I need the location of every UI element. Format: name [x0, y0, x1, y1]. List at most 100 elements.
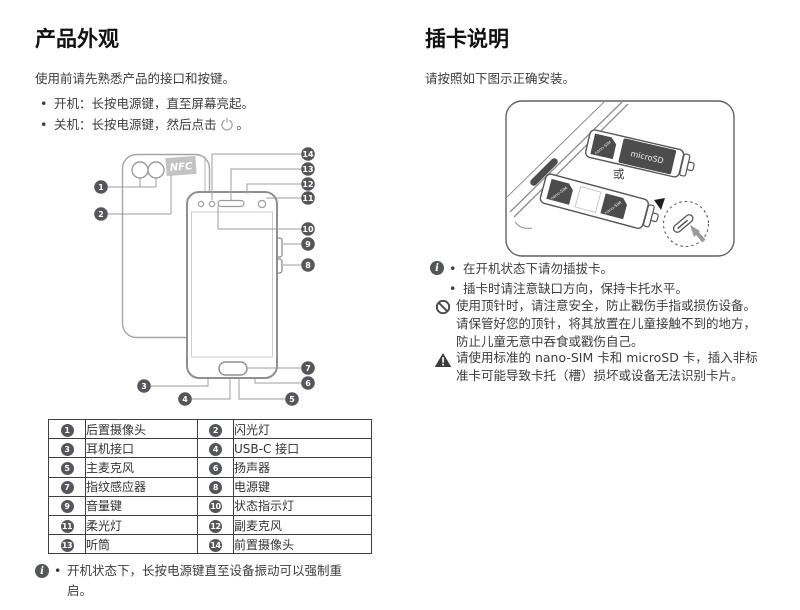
- or-label: 或: [613, 167, 625, 181]
- callout-11: 11: [301, 191, 315, 205]
- part-label: 指纹感应器: [85, 476, 198, 497]
- callout-8: 8: [301, 258, 315, 272]
- svg-text:13: 13: [302, 165, 313, 174]
- info-bullet: 在开机状态下请勿插拔卡。: [449, 259, 688, 279]
- info-bullet-text: 插卡时请注意缺口方向，保持卡托水平。: [463, 280, 689, 296]
- earpiece: [217, 199, 245, 208]
- parts-table: 1 后置摄像头 2 闪光灯 3 耳机接口 4 USB-C 接口 5 主麦克风 6…: [48, 418, 372, 555]
- part-number-badge: 13: [60, 538, 74, 552]
- callout-9: 9: [301, 237, 315, 251]
- callout-10: 10: [301, 222, 315, 236]
- part-label: 耳机接口: [85, 438, 198, 459]
- svg-text:7: 7: [305, 364, 311, 373]
- section-title-sim-insertion: 插卡说明: [425, 27, 509, 51]
- proximity-sensor: [208, 200, 216, 208]
- part-number-badge: 4: [209, 442, 222, 456]
- power-icon: [220, 117, 233, 131]
- part-label: 音量键: [85, 495, 198, 516]
- svg-text:2: 2: [98, 210, 104, 219]
- home-button: [218, 361, 248, 376]
- nfc-sticker: NFC: [165, 155, 197, 177]
- info-icon: i: [430, 261, 444, 275]
- part-number-badge: 6: [209, 461, 222, 475]
- tray-pinhole-tab: [686, 161, 695, 172]
- table-row: 3 耳机接口 4 USB-C 接口: [48, 438, 372, 459]
- pinhole-arrow-icon: [654, 198, 665, 210]
- bullet-dot: [449, 279, 463, 299]
- part-number-badge: 3: [60, 442, 74, 456]
- microsd-card: [618, 138, 677, 175]
- sim-tray-diagram: nano-SIM microSD 或 nano-SIM nano-SIM: [505, 100, 735, 257]
- nano-sim-card-1: [546, 178, 573, 205]
- svg-text:6: 6: [305, 379, 311, 388]
- part-number-badge: 7: [60, 481, 74, 495]
- svg-text:12: 12: [302, 180, 313, 189]
- part-number-badge: 8: [209, 481, 222, 495]
- svg-text:4: 4: [182, 395, 188, 404]
- force-restart-note: • 开机状态下，长按电源键直至设备振动可以强制重 启。: [54, 561, 342, 600]
- part-label: 扬声器: [233, 457, 372, 478]
- callout-2: 2: [94, 207, 108, 221]
- phone-front-outline: [186, 191, 278, 379]
- tray-sim-plus-sd: nano-SIM microSD: [584, 129, 695, 178]
- table-row: 11 柔光灯 12 副麦克风: [48, 514, 372, 536]
- part-number-badge: 14: [209, 538, 222, 552]
- bullet-dot: [40, 116, 54, 133]
- table-row: 7 指纹感应器 8 电源键: [48, 476, 372, 497]
- svg-text:3: 3: [141, 382, 147, 391]
- callout-badges: 1 2 3 4 5 6 7 8 9 10 11 12 13 14: [94, 147, 315, 406]
- part-number-badge: 9: [60, 500, 74, 514]
- standard-card-warning-text: 请使用标准的 nano-SIM 卡和 microSD 卡，插入非标 准卡可能导致…: [456, 350, 758, 383]
- part-label: 前置摄像头: [233, 534, 372, 555]
- pin-arrow-head: [690, 225, 700, 237]
- power-off-bullet: 关机：长按电源键，然后点击。: [40, 116, 370, 133]
- table-row: 1 后置摄像头 2 闪光灯: [48, 418, 372, 440]
- part-label: USB-C 接口: [233, 438, 372, 459]
- tray-dual-sim: nano-SIM nano-SIM: [539, 173, 659, 229]
- phone-diagram: NFC 1 2 3 4 5 6 7 8 9 10 11 12 13 14: [94, 147, 315, 406]
- front-sensors: [197, 191, 267, 209]
- callout-1: 1: [94, 180, 108, 194]
- svg-text:5: 5: [289, 395, 295, 404]
- eject-pin-detail: [662, 200, 710, 248]
- part-number-badge: 10: [209, 500, 222, 514]
- section-title-product-appearance: 产品外观: [35, 27, 119, 51]
- part-label: 状态指示灯: [233, 495, 372, 516]
- callout-14: 14: [301, 147, 315, 161]
- part-label: 后置摄像头: [85, 418, 198, 440]
- part-label: 柔光灯: [85, 514, 198, 536]
- svg-text:1: 1: [98, 183, 104, 192]
- empty-slot: [574, 186, 602, 213]
- part-number-badge: 1: [60, 423, 74, 437]
- front-camera: [197, 200, 205, 208]
- right-intro-text: 请按照如下图示正确安装。: [425, 71, 576, 86]
- svg-text:9: 9: [305, 240, 311, 249]
- info-bullet: 插卡时请注意缺口方向，保持卡托水平。: [449, 279, 688, 299]
- svg-text:14: 14: [302, 150, 314, 159]
- force-restart-note-text: 开机状态下，长按电源键直至设备振动可以强制重 启。: [67, 563, 343, 598]
- info-icon: i: [35, 564, 49, 578]
- bullet-dot: •: [54, 563, 62, 578]
- part-number-badge: 5: [60, 461, 74, 475]
- soft-light: [257, 199, 267, 209]
- callout-5: 5: [285, 392, 299, 406]
- svg-text:10: 10: [302, 225, 314, 234]
- part-label: 闪光灯: [233, 418, 372, 440]
- power-off-text: 关机：长按电源键，然后点击。: [54, 117, 250, 132]
- callout-7: 7: [301, 361, 315, 375]
- bullet-dot: [40, 95, 54, 112]
- bullet-dot: [449, 259, 463, 279]
- callout-lines: [108, 153, 301, 400]
- screen: [191, 211, 273, 358]
- svg-text:11: 11: [302, 194, 314, 203]
- table-row: 9 音量键 10 状态指示灯: [48, 495, 372, 516]
- callout-3: 3: [137, 379, 151, 393]
- svg-text:8: 8: [305, 261, 311, 270]
- table-row: 5 主麦克风 6 扬声器: [48, 457, 372, 478]
- part-number-badge: 2: [209, 423, 222, 437]
- power-on-bullet: 开机：长按电源键，直至屏幕亮起。: [40, 95, 370, 112]
- warning-icon: [434, 353, 452, 367]
- phone-edge: [506, 101, 629, 229]
- part-label: 副麦克风: [233, 514, 372, 536]
- info-bullet-text: 在开机状态下请勿插拔卡。: [463, 261, 614, 276]
